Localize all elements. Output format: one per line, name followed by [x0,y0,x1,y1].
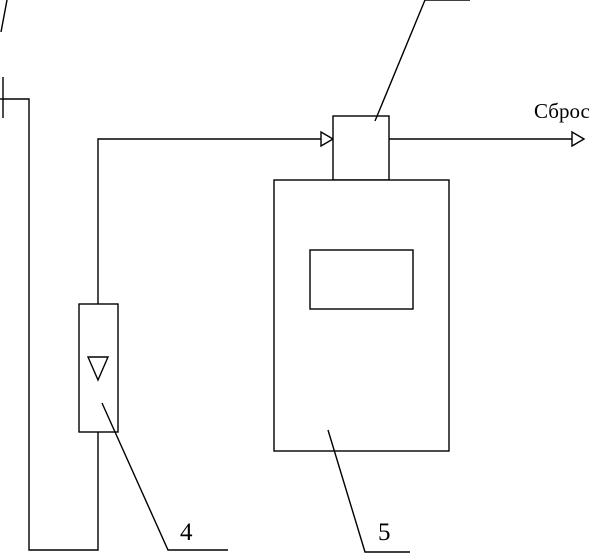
sensor-block [332,115,390,181]
analyzer-display [309,249,414,310]
analyzer-body [273,179,450,452]
leader-line-analyzer [327,429,410,553]
leader-line-sensor [374,0,470,122]
leader-line-flowmeter [101,402,228,551]
sample-pipe [97,138,321,304]
callout-analyzer: 5 [378,519,391,546]
callout-flowmeter: 4 [180,519,193,546]
flowmeter-float-icon [86,356,110,382]
inlet-pipe [3,98,99,551]
outlet-arrow-icon [571,130,586,148]
outlet-label: Сброс [534,99,590,123]
sample-pipe-arrow-icon [320,130,335,148]
leader-line-top-left [0,0,8,33]
flowmeter-body [78,303,119,433]
